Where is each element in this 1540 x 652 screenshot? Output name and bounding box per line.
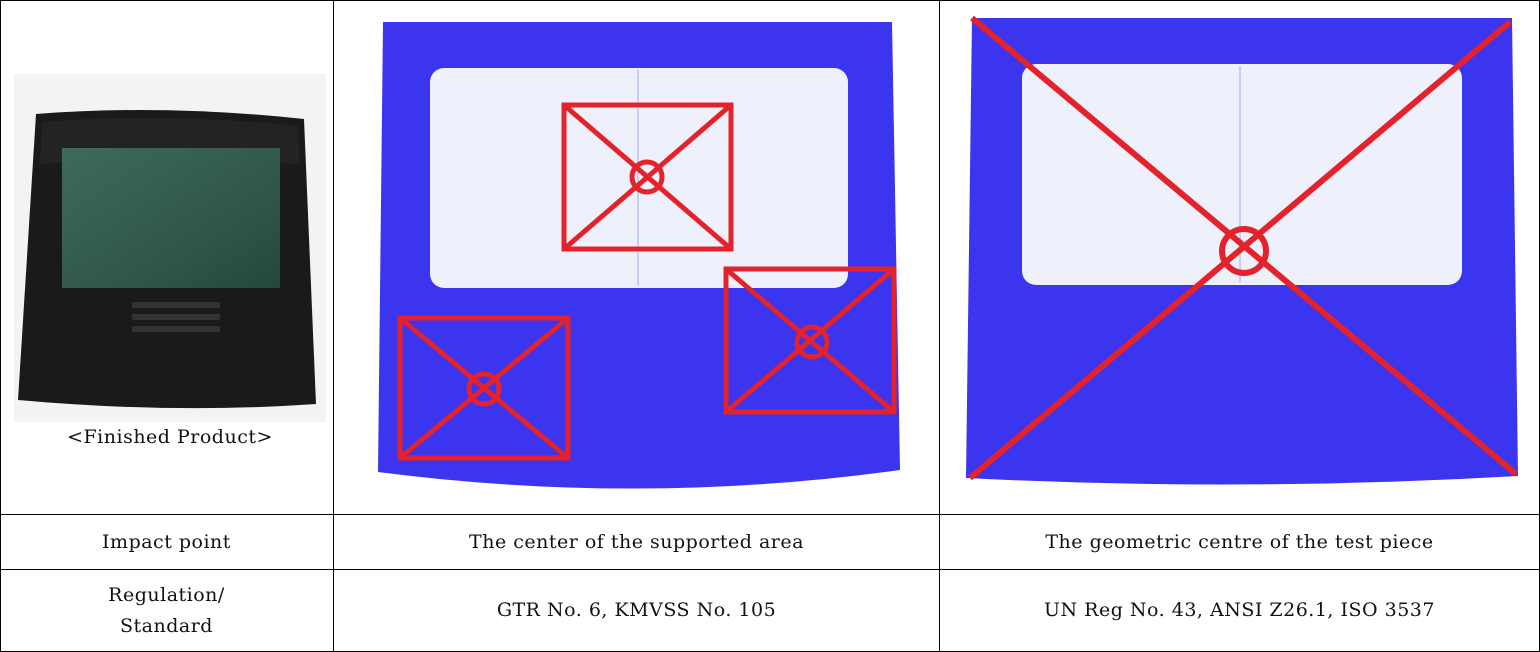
regulation-col1: GTR No. 6, KMVSS No. 105 [334, 570, 939, 651]
supported-area-diagram [370, 16, 906, 502]
regulation-label-line2: Standard [120, 611, 213, 641]
regulation-col2: UN Reg No. 43, ANSI Z26.1, ISO 3537 [940, 570, 1539, 651]
photo-caption: <Finished Product> [14, 420, 326, 454]
regulation-label-line1: Regulation/ [108, 580, 225, 610]
geometric-centre-diagram [960, 12, 1524, 502]
impact-point-label: Impact point [0, 515, 333, 569]
impact-point-col1: The center of the supported area [334, 515, 939, 569]
finished-product-photo [14, 74, 326, 422]
regulation-label: Regulation/ Standard [0, 570, 333, 651]
table-border-top [0, 0, 1540, 1]
impact-point-col2: The geometric centre of the test piece [940, 515, 1539, 569]
